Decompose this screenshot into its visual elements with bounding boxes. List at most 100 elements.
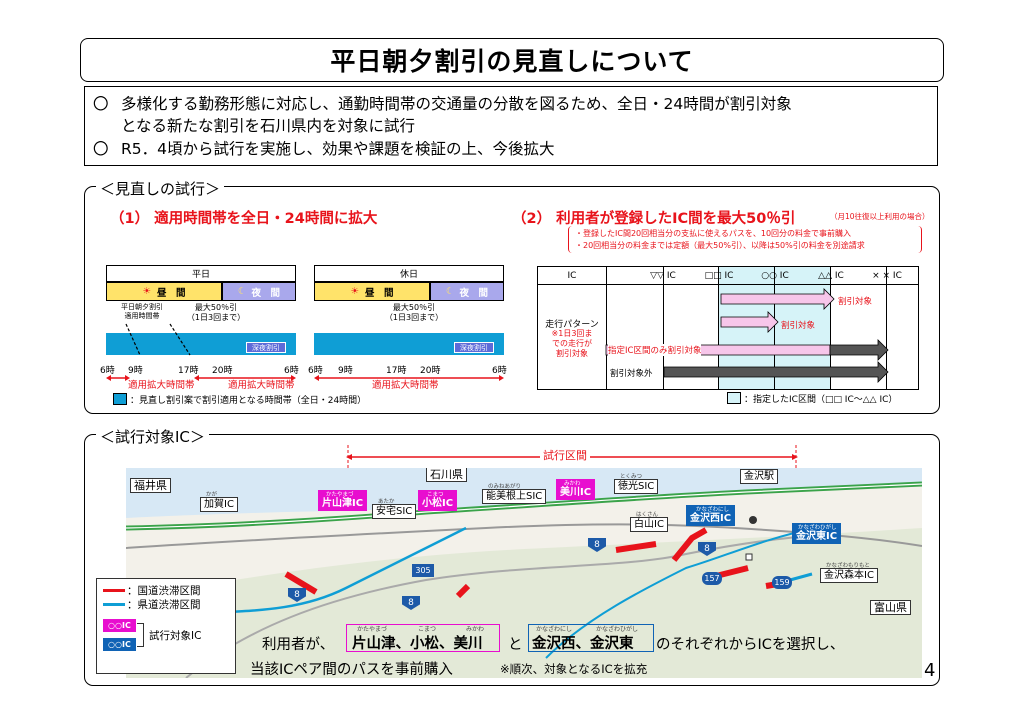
holiday-expand: 適用拡大時間帯 <box>372 380 439 391</box>
weekday-day-cell: ☀昼 間 <box>106 282 222 301</box>
ic-ataka: 安宅SIC <box>372 504 417 519</box>
prefectural-swatch <box>103 603 125 606</box>
sentence-rest: のそれぞれからICを選択し、 <box>656 637 845 653</box>
ruby-kanazawa-nishi: かなざわにし <box>536 626 573 633</box>
ic-kanazawa-morimoto: 金沢森本IC <box>820 568 878 583</box>
summary-line-1: 多様化する勤務形態に対応し、通勤時間帯の交通量の分散を図るため、全日・24時間が… <box>121 95 792 113</box>
ruby-kanazawa-higashi: かなざわひがし <box>596 626 639 633</box>
notes-bracket <box>568 226 922 253</box>
holiday-chart: 休日 ☀昼 間 ☾夜 間 最大50％引 （1日3回まで） 深夜割引 <box>314 265 504 361</box>
holiday-late-night: 深夜割引 <box>454 342 494 353</box>
ic-col-header: △△ IC <box>818 270 844 281</box>
kanazawa-station: 金沢駅 <box>740 469 778 484</box>
legend-target: 試行対象IC <box>149 630 202 642</box>
ic-komatsu: 小松IC <box>418 490 458 511</box>
ic-col-header: IC <box>567 270 577 281</box>
ic-tokumitsu: 徳光SIC <box>614 479 659 494</box>
note-line-1: ・登録したIC間20回相当分の支払に使えるパスを、10回分の料金で事前購入 <box>575 229 852 238</box>
ic-ruby: とくみつ <box>620 474 643 480</box>
holiday-tick: 20時 <box>420 366 441 376</box>
holiday-tick: 17時 <box>386 366 407 376</box>
weekday-dashed-arrows <box>125 323 191 356</box>
sentence-note: ※順次、対象となるICを拡充 <box>500 662 648 676</box>
ic-hakusan: 白山IC <box>630 517 668 532</box>
legend-bracket <box>137 623 144 647</box>
legend-pink-ic: ○○IC <box>103 619 136 632</box>
ic-col-header: × × IC <box>872 270 902 281</box>
holiday-day-cell: ☀昼 間 <box>314 282 430 301</box>
ic-ruby: はくさん <box>636 512 659 518</box>
holiday-tick: 6時 <box>492 366 507 376</box>
weekday-tick: 6時 <box>100 366 115 376</box>
pattern-arrows <box>605 288 889 383</box>
section-2-heading: （2） 利用者が登録したIC間を最大50％引 <box>512 211 796 227</box>
legend-prefectural: ：県道渋滞区間 <box>127 599 201 611</box>
holiday-tick: 6時 <box>308 366 323 376</box>
legend-national: ：国道渋滞区間 <box>127 585 201 597</box>
sentence-line-2: 当該ICペア間のパスを事前購入 <box>250 662 453 678</box>
page-title: 平日朝夕割引の見直しについて <box>80 38 944 82</box>
ruby-komatsu: こまつ <box>418 626 437 633</box>
ic-legend-text: ：指定したIC区間（□□ IC～△△ IC） <box>744 395 898 405</box>
row-note: ※1日3回ま での走行が 割引対象 <box>551 329 593 358</box>
ic-ruby: かなざわにし <box>696 507 730 513</box>
page-number: 4 <box>924 660 936 681</box>
weekday-expand-2: 適用拡大時間帯 <box>228 380 295 391</box>
bullet: 〇 <box>93 95 109 113</box>
moon-icon: ☾ <box>237 286 247 297</box>
route-shield-icon: 8 <box>698 542 716 556</box>
ruby-mikawa: みかわ <box>466 626 485 633</box>
summary-box: 〇 多様化する勤務形態に対応し、通勤時間帯の交通量の分散を図るため、全日・24時… <box>84 86 938 166</box>
arrow-label-4: 割引対象外 <box>610 369 653 379</box>
national-swatch <box>103 589 125 592</box>
zone-legend-swatch <box>113 393 127 405</box>
ic-ruby: かが <box>206 492 218 498</box>
route-shield-icon: 159 <box>772 576 792 589</box>
blue-ic-box <box>528 624 654 652</box>
moon-icon: ☾ <box>445 286 455 297</box>
ic-ruby: あたか <box>378 499 395 505</box>
holiday-note-center: 最大50％引 （1日3回まで） <box>384 303 444 322</box>
holiday-night-cell: ☾夜 間 <box>430 282 504 301</box>
arrow-label-1: 割引対象 <box>838 297 873 307</box>
sentence-and: と <box>508 637 523 653</box>
weekday-note-center: 最大50％引 （1日3回まで） <box>186 303 246 322</box>
ic-col-header: ○○ IC <box>761 270 789 281</box>
weekday-tick: 20時 <box>212 366 233 376</box>
holiday-tick: 9時 <box>338 366 353 376</box>
ic-ruby: みかわ <box>564 481 581 487</box>
map-legend: ：国道渋滞区間 ：県道渋滞区間 ○○IC ○○IC 試行対象IC <box>96 578 236 674</box>
ic-ruby: のみねあがり <box>488 484 522 490</box>
target-panel <box>84 434 940 686</box>
ic-katayamazu: 片山津IC <box>318 490 368 511</box>
weekday-expand-1: 適用拡大時間帯 <box>128 380 195 391</box>
summary-line-3: R5．4頃から試行を実施し、効果や課題を検証の上、今後拡大 <box>121 140 555 158</box>
weekday-late-night: 深夜割引 <box>246 342 286 353</box>
map: 福井県 石川県 富山県 かが 加賀IC かたやまづ 片山津IC あたか 安宅SI… <box>126 468 922 678</box>
route-shield-icon: 8 <box>288 588 306 602</box>
route-shield-icon: 305 <box>412 564 434 577</box>
summary-line-2: となる新たな割引を石川県内を対象に試行 <box>121 117 416 135</box>
ic-ruby: かなざわひがし <box>798 525 837 531</box>
zone-legend-text: ：見直し割引案で割引適用となる時間帯（全日・24時間） <box>130 396 367 406</box>
ic-legend-swatch <box>727 392 741 404</box>
ic-col-header: □□ IC <box>704 270 734 281</box>
pref-toyama: 富山県 <box>870 600 911 615</box>
route-shield-icon: 157 <box>702 572 722 585</box>
ic-col-header: ▽▽ IC <box>650 270 676 281</box>
holiday-expand-arrow <box>314 375 504 381</box>
ic-ruby: こまつ <box>427 492 444 498</box>
weekday-tick: 6時 <box>284 366 299 376</box>
sun-icon: ☀ <box>350 286 359 297</box>
trial-panel-label: ＜見直しの試行＞ <box>96 178 225 199</box>
arrow-label-3: 指定IC区間のみ割引対象 <box>608 344 702 356</box>
ic-kanazawa-nishi: 金沢西IC <box>686 505 736 526</box>
holiday-header: 休日 <box>314 265 504 282</box>
trial-section-label: 試行区間 <box>540 447 590 463</box>
pink-ic-box <box>346 624 500 652</box>
route-shield-icon: 8 <box>588 538 606 552</box>
bullet: 〇 <box>93 140 109 158</box>
section-1-heading: （1） 適用時間帯を全日・24時間に拡大 <box>110 211 378 227</box>
sentence-intro: 利用者が、 <box>262 637 335 653</box>
weekday-tick: 17時 <box>178 366 199 376</box>
